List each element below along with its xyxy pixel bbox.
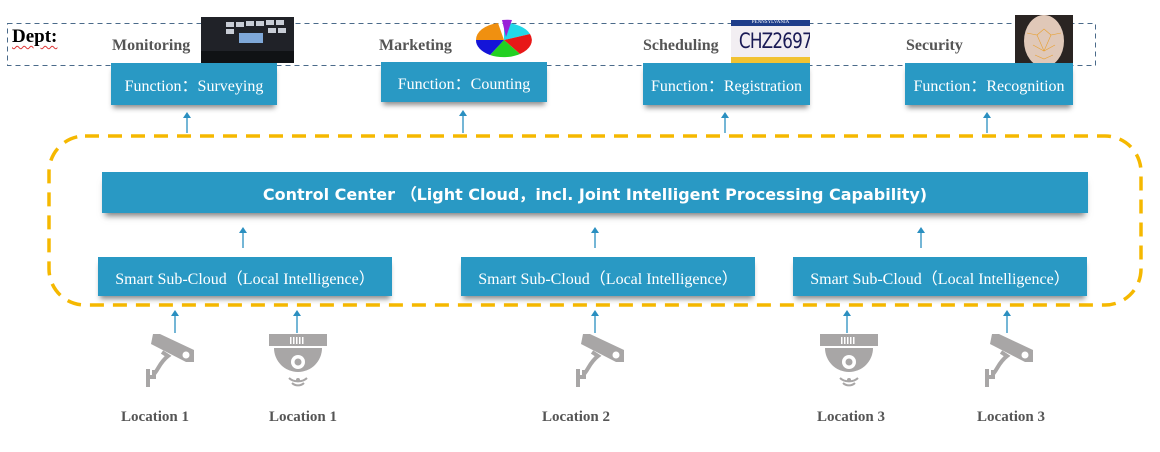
control-center-box: Control Center （Light Cloud，incl. Joint … [102, 172, 1088, 213]
wall-camera-icon [985, 332, 1037, 392]
location-label: Location 2 [542, 409, 610, 425]
arrow-head [459, 110, 467, 116]
license-plate-photo: PENNSYLVANIA CHZ2697 [731, 20, 810, 63]
wall-camera-icon [576, 332, 628, 392]
location-label: Location 1 [269, 409, 337, 425]
sub-cloud-box-2: Smart Sub-Cloud（Local Intelligence） [461, 257, 755, 296]
function-box-counting: Function：Counting [381, 62, 547, 102]
dept-label-security: Security [906, 37, 963, 54]
dept-label-scheduling: Scheduling [643, 37, 719, 54]
arrow-head [983, 112, 991, 118]
arrow-head [591, 310, 599, 316]
arrow-head [239, 227, 247, 233]
arrow-head [917, 227, 925, 233]
arrow-head [293, 310, 301, 316]
pie-chart-image [463, 15, 545, 62]
function-box-recognition: Function：Recognition [905, 63, 1073, 105]
location-label: Location 3 [977, 409, 1045, 425]
location-label: Location 3 [817, 409, 885, 425]
dept-title: Dept: [12, 26, 58, 47]
arrow-head [183, 112, 191, 118]
dept-label-marketing: Marketing [379, 37, 452, 54]
wall-camera-icon [146, 332, 198, 392]
dept-border [7, 23, 1096, 66]
dept-label-monitoring: Monitoring [112, 37, 191, 54]
sub-cloud-box-3: Smart Sub-Cloud（Local Intelligence） [793, 257, 1087, 296]
arrow-head [721, 112, 729, 118]
dome-camera-icon [818, 334, 880, 395]
plate-text: CHZ2697 [738, 29, 810, 53]
control-room-photo [201, 17, 294, 63]
arrow-head [591, 227, 599, 233]
cloud-border [47, 134, 1143, 307]
dome-camera-icon [267, 334, 329, 395]
arrow-head [843, 310, 851, 316]
location-label: Location 1 [121, 409, 189, 425]
arrow-head [171, 310, 179, 316]
plate-state: PENNSYLVANIA [731, 20, 810, 26]
arrow-head [1003, 310, 1011, 316]
face-recognition-photo [1015, 15, 1073, 63]
function-box-registration: Function：Registration [643, 63, 810, 105]
sub-cloud-box-1: Smart Sub-Cloud（Local Intelligence） [98, 257, 392, 296]
function-box-surveying: Function：Surveying [111, 63, 277, 105]
